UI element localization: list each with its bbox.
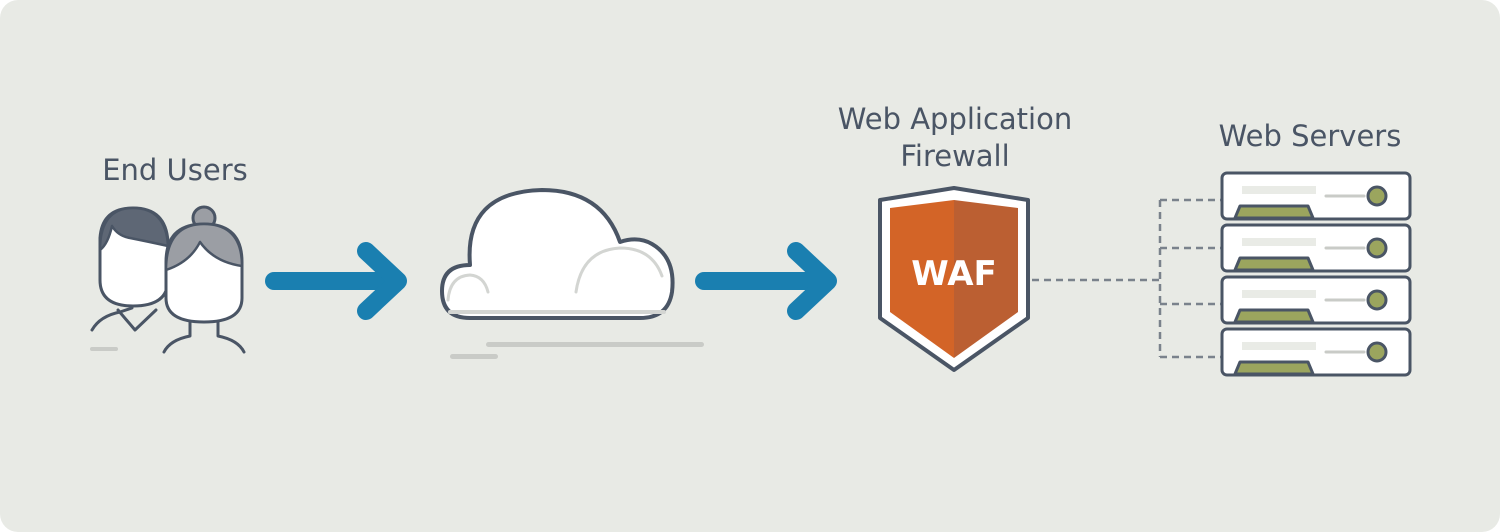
users-shadow [90,347,118,351]
waf-badge-text: WAF [911,254,997,294]
server-icon [1220,223,1412,273]
network-connectors [1032,198,1222,359]
server-icon [1220,327,1412,377]
arrow-right-icon [265,242,407,320]
waf-label-line2: Firewall [900,139,1010,173]
cloud-icon [440,188,675,320]
cloud-shadow-line [486,342,704,347]
shield-icon [878,186,1030,372]
server-icon [1220,275,1412,325]
arrow-right-icon [695,242,837,320]
waf-label: Web Application Firewall [780,101,1130,175]
end-users-label: End Users [102,153,248,187]
server-icon [1220,171,1412,221]
users-icon [90,205,246,354]
cloud-shadow-line-short [450,354,498,359]
web-servers-label: Web Servers [1218,119,1402,153]
waf-label-line1: Web Application [837,102,1073,136]
